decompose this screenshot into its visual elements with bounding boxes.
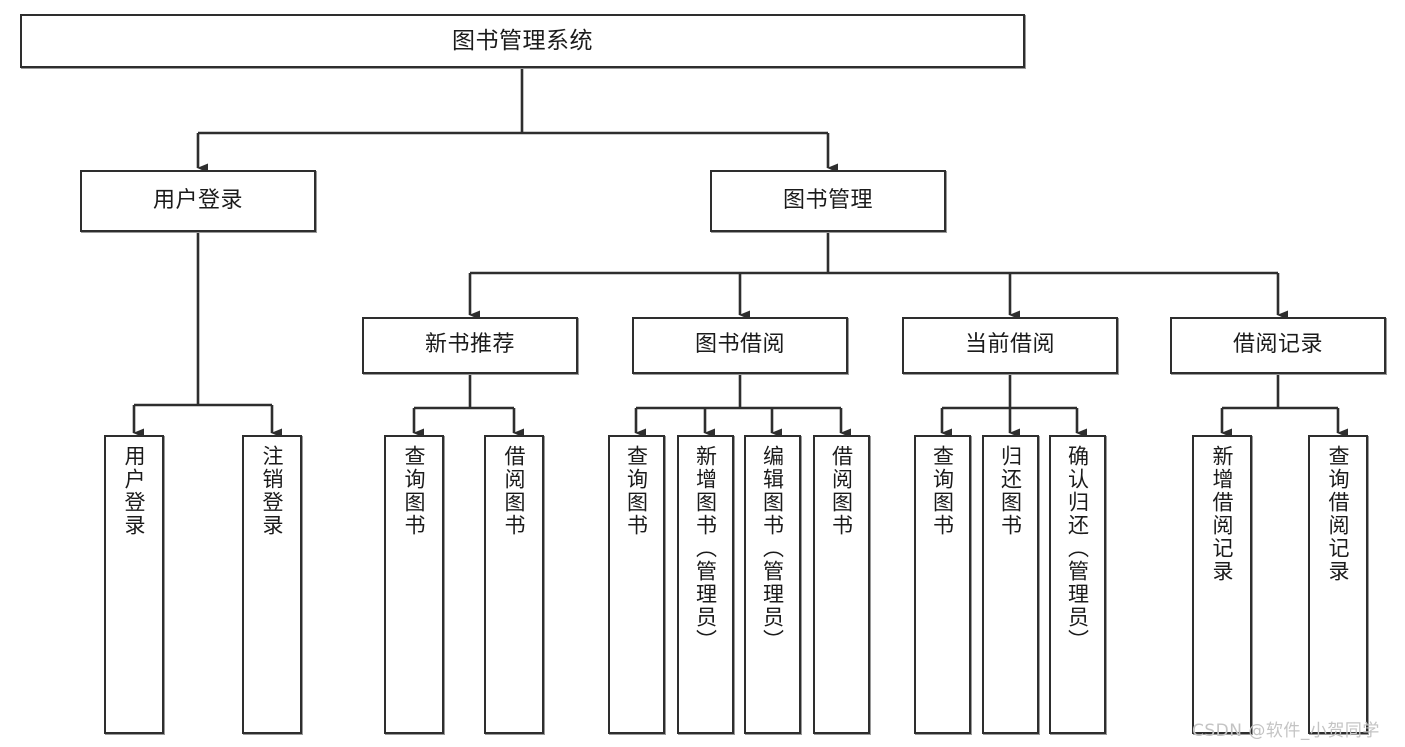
node-label: 查询图书: [402, 445, 427, 537]
node-label: 编辑图书（管理员）: [760, 445, 785, 652]
leaf-user-logout[interactable]: 注销登录: [242, 435, 302, 734]
node-label: 归还图书: [998, 445, 1023, 537]
node-user-login[interactable]: 用户登录: [80, 170, 316, 232]
node-label: 图书借阅: [694, 332, 785, 358]
node-label: 查询图书: [624, 445, 649, 537]
node-label: 借阅图书: [502, 445, 527, 537]
leaf-edit-book-admin[interactable]: 编辑图书（管理员）: [744, 435, 801, 734]
csdn-watermark: CSDN @软件_小贺同学: [1192, 721, 1380, 741]
leaf-user-login[interactable]: 用户登录: [104, 435, 164, 734]
leaf-add-borrowing-record[interactable]: 新增借阅记录: [1192, 435, 1252, 734]
node-label: 图书管理: [782, 187, 873, 213]
node-label: 用户登录: [122, 445, 147, 537]
node-label: 查询图书: [930, 445, 955, 537]
leaf-return-book[interactable]: 归还图书: [982, 435, 1039, 734]
node-label: 新书推荐: [424, 332, 515, 358]
node-book-management-system[interactable]: 图书管理系统: [20, 14, 1025, 68]
leaf-confirm-return-admin[interactable]: 确认归还（管理员）: [1049, 435, 1106, 734]
leaf-add-book-admin[interactable]: 新增图书（管理员）: [677, 435, 734, 734]
leaf-borrow-book-borrowing[interactable]: 借阅图书: [813, 435, 870, 734]
node-label: 新增借阅记录: [1210, 445, 1235, 583]
leaf-query-book-recommendation[interactable]: 查询图书: [384, 435, 444, 734]
node-label: 借阅记录: [1232, 332, 1323, 358]
node-new-book-recommendation[interactable]: 新书推荐: [362, 317, 578, 374]
node-current-borrowing[interactable]: 当前借阅: [902, 317, 1118, 374]
node-book-borrowing[interactable]: 图书借阅: [632, 317, 848, 374]
node-label: 当前借阅: [964, 332, 1055, 358]
node-label: 新增图书（管理员）: [693, 445, 718, 652]
leaf-query-book-borrowing[interactable]: 查询图书: [608, 435, 665, 734]
node-book-management[interactable]: 图书管理: [710, 170, 946, 232]
leaf-borrow-book-recommendation[interactable]: 借阅图书: [484, 435, 544, 734]
node-label: 借阅图书: [829, 445, 854, 537]
node-label: 注销登录: [260, 445, 285, 537]
node-label: 图书管理系统: [452, 27, 593, 54]
node-borrowing-records[interactable]: 借阅记录: [1170, 317, 1386, 374]
leaf-query-book-current[interactable]: 查询图书: [914, 435, 971, 734]
node-label: 用户登录: [152, 187, 243, 213]
node-label: 确认归还（管理员）: [1065, 445, 1090, 652]
leaf-query-borrowing-record[interactable]: 查询借阅记录: [1308, 435, 1368, 734]
node-label: 查询借阅记录: [1326, 445, 1351, 583]
